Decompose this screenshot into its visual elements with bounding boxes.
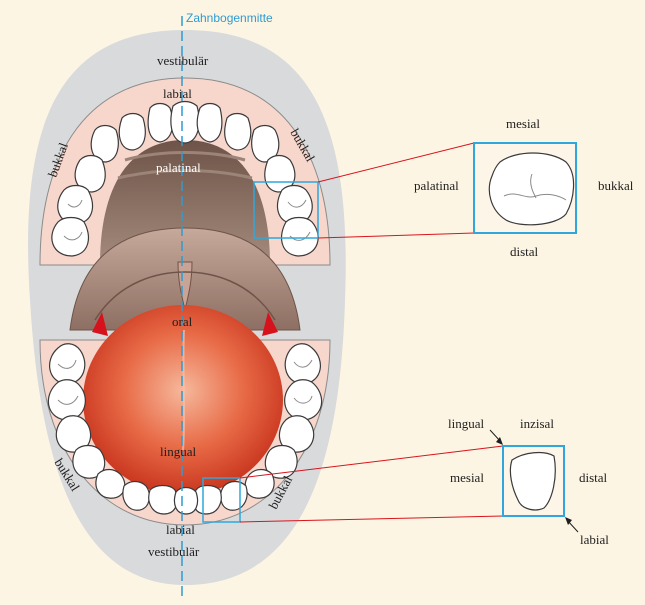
label-labial-top: labial [163, 86, 192, 101]
palate-ridge [117, 169, 253, 180]
incisor-connector-line [239, 445, 504, 479]
right-tonsil-pillar [262, 312, 278, 336]
molar-label-bottom: distal [510, 244, 539, 259]
label-oral: oral [172, 314, 193, 329]
molar-label-right: bukkal [598, 178, 634, 193]
molar-connector-line [317, 142, 475, 183]
molar-connector-line [317, 232, 475, 239]
incisor-connector-line [239, 515, 504, 523]
tongue [83, 305, 283, 495]
left-tonsil-pillar [92, 312, 108, 336]
incisor-label-top-left: lingual [448, 416, 484, 431]
incisor-tooth [509, 451, 556, 511]
lingual-arrowhead [496, 437, 503, 445]
throat-arch [94, 271, 276, 321]
upper-teeth [51, 100, 319, 257]
label-vestibular-bottom: vestibulär [148, 544, 200, 559]
incisor-label-top-right: inzisal [520, 416, 554, 431]
molar-detail: mesial palatinal bukkal distal [414, 116, 634, 259]
molar-tooth [488, 152, 575, 226]
incisor-label-bottom-right: labial [580, 532, 609, 547]
label-labial-bottom: labial [166, 522, 195, 537]
molar-label-top: mesial [506, 116, 540, 131]
molar-label-left: palatinal [414, 178, 459, 193]
label-palatinal: palatinal [156, 160, 201, 175]
label-lingual: lingual [160, 444, 196, 459]
lower-teeth [47, 343, 323, 515]
molar-highlight-box [253, 181, 319, 239]
labial-arrowhead [565, 517, 572, 525]
label-vestibular-top: vestibulär [157, 53, 209, 68]
palate-ridge [124, 151, 246, 162]
molar-groove [503, 193, 567, 201]
tongue-groove [182, 329, 186, 451]
incisor-detail: lingual inzisal mesial distal labial [448, 416, 609, 547]
incisor-label-left: mesial [450, 470, 484, 485]
molar-groove [530, 173, 537, 199]
incisor-highlight-box [202, 477, 241, 523]
midline-label: Zahnbogenmitte [186, 11, 273, 25]
incisor-label-right: distal [579, 470, 608, 485]
